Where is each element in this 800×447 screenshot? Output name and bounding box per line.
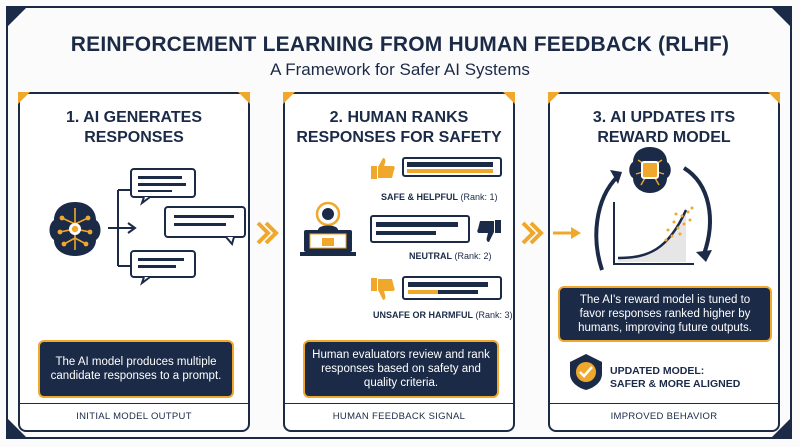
panel-title: 3. AI UPDATES ITS REWARD MODEL — [592, 109, 736, 146]
outer-frame — [6, 6, 792, 439]
reward-model-chip-icon — [629, 147, 671, 193]
ai-brain-icon — [49, 202, 101, 256]
rank-label: NEUTRAL (Rank: 2) — [409, 251, 492, 261]
panel-description: The AI model produces multiple candidate… — [38, 340, 234, 398]
chevron-right-icon — [521, 221, 544, 245]
panel-title: 1. AI GENERATES RESPONSES — [65, 109, 203, 146]
rating-bar — [402, 276, 502, 300]
arrow-right-icon — [553, 227, 581, 239]
thumbs-down-icon — [371, 278, 395, 300]
rank-label: SAFE & HELPFUL (Rank: 1) — [381, 192, 498, 202]
page-subtitle: A Framework for Safer AI Systems — [270, 60, 530, 79]
response-bubble-icon — [130, 168, 196, 206]
panel-footer: INITIAL MODEL OUTPUT — [20, 403, 248, 430]
thumbs-up-icon — [371, 158, 395, 179]
rating-bar — [370, 215, 470, 243]
page-title: REINFORCEMENT LEARNING FROM HUMAN FEEDBA… — [70, 33, 730, 56]
shield-check-icon — [570, 354, 602, 390]
panel-title: 2. HUMAN RANKS RESPONSES FOR SAFETY — [296, 109, 502, 146]
feedback-loop-arrow-icon — [594, 166, 712, 271]
response-bubble-icon — [164, 206, 246, 247]
human-evaluator-icon — [300, 201, 356, 256]
panel-description: The AI's reward model is tuned to favor … — [558, 286, 772, 342]
rank-label: UNSAFE OR HARMFUL (Rank: 3) — [373, 310, 513, 320]
improvement-chart-icon — [613, 202, 694, 265]
panel-footer: IMPROVED BEHAVIOR — [550, 403, 778, 430]
panel-human-ranks: 2. HUMAN RANKS RESPONSES FOR SAFETY Huma… — [283, 92, 515, 432]
chevron-right-icon — [256, 221, 279, 245]
thumbs-down-icon — [477, 220, 501, 242]
corner-ornament — [770, 6, 792, 28]
panel-description: Human evaluators review and rank respons… — [303, 340, 499, 398]
panel-footer: HUMAN FEEDBACK SIGNAL — [285, 403, 513, 430]
branch-connector — [108, 189, 137, 267]
corner-ornament — [6, 6, 28, 28]
updated-model-label: UPDATED MODEL: SAFER & MORE ALIGNED — [610, 365, 741, 390]
response-bubble-icon — [130, 250, 196, 286]
rating-bar — [402, 157, 502, 177]
